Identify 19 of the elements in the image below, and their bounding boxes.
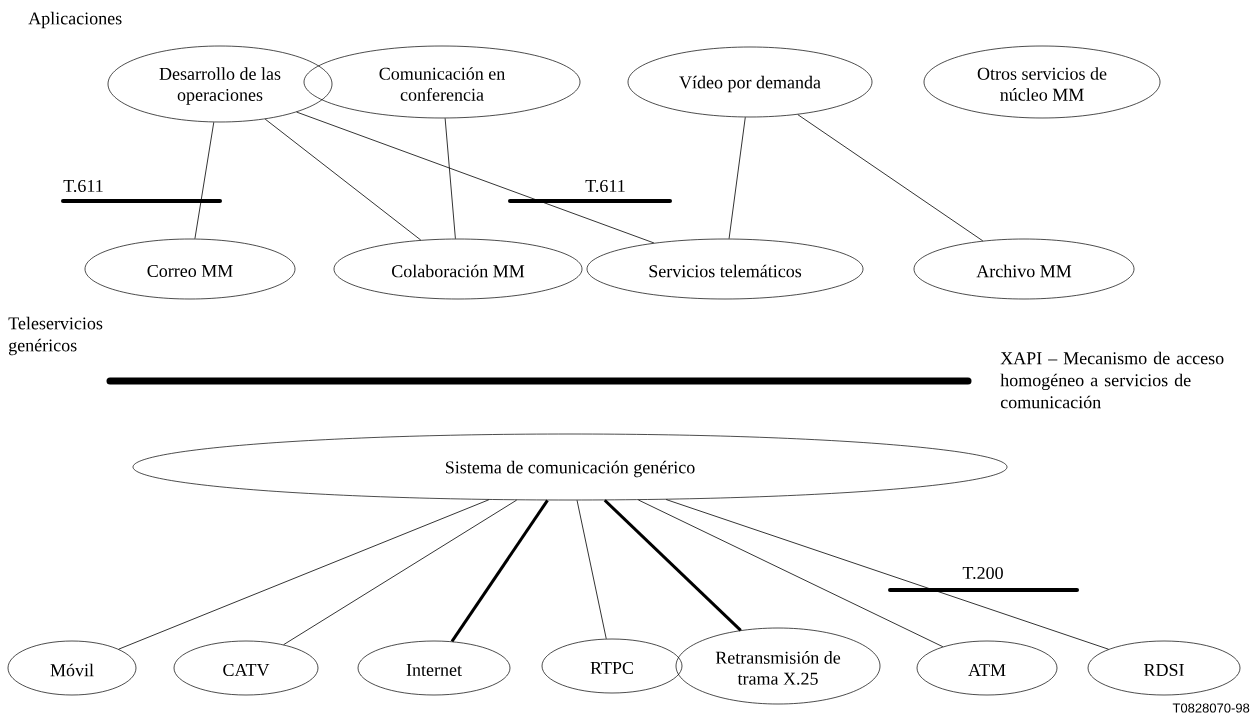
connector-line xyxy=(296,111,655,244)
interface-label: XAPI – Mecanismo de acceso homogéneo a servicios de comunicación xyxy=(1000,351,1224,409)
connector-line xyxy=(264,118,422,241)
connector-line xyxy=(283,499,518,646)
connector-line xyxy=(797,114,984,242)
section-heading: Aplicaciones xyxy=(28,11,122,29)
reference-label: T.611 xyxy=(63,179,103,193)
reference-label: T.611 xyxy=(585,179,625,193)
reference-label: T.200 xyxy=(962,566,1003,580)
connector-line xyxy=(118,499,490,650)
connector-line xyxy=(576,499,607,640)
connector-line xyxy=(444,117,456,240)
section-heading: Teleservicios genéricos xyxy=(8,316,103,356)
connector-line xyxy=(603,499,742,632)
connector-line xyxy=(665,499,1109,650)
connector-line xyxy=(728,116,746,240)
connector-line xyxy=(194,121,215,240)
connector-line xyxy=(637,499,944,648)
connector-line xyxy=(450,499,549,643)
